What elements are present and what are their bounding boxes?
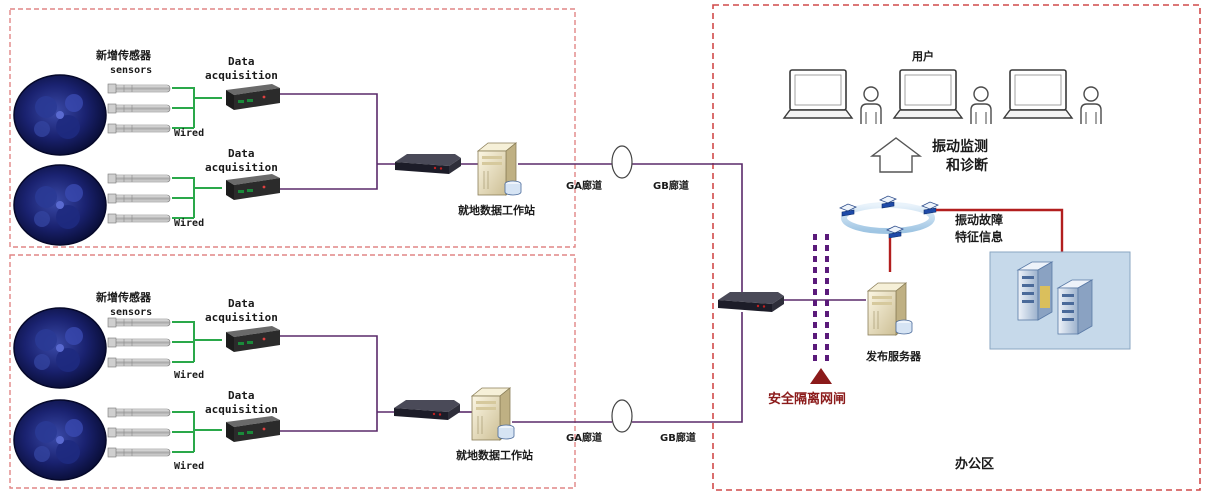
sensor-group-title: 新增传感器: [96, 291, 151, 304]
sensor-icon: [107, 317, 171, 328]
sensor-wires: [172, 321, 222, 453]
motor-icon: [13, 164, 107, 246]
data-acquisition-device-icon: [226, 174, 280, 200]
security-gateway-label: 安全隔离网闸: [768, 392, 847, 407]
data-acquisition-device-icon: [226, 326, 280, 352]
server-rack-icon: [1016, 261, 1094, 335]
corridor-gb-label: GB廊道: [660, 433, 696, 444]
daq-label-line2: acquisition: [205, 161, 278, 174]
workstation-label: 就地数据工作站: [458, 204, 535, 217]
sensor-icon: [107, 123, 171, 134]
office-area: [718, 69, 1131, 384]
motor-icon: [13, 399, 107, 481]
user-icon: [860, 86, 882, 125]
sensor-icon: [107, 447, 171, 458]
sensor-wires: [172, 87, 222, 219]
laptop-icon: [893, 69, 963, 119]
ring-network: [841, 202, 935, 234]
sensor-icon: [107, 83, 171, 94]
user-icon: [970, 86, 992, 125]
sensor-icon: [107, 103, 171, 114]
laptop-icon: [1003, 69, 1073, 119]
daq-label-line2: acquisition: [205, 403, 278, 416]
motor-icon: [13, 307, 107, 389]
sensor-icon: [107, 173, 171, 184]
fault-info-label-line2: 特征信息: [955, 230, 1004, 244]
sensor-group-subtitle: sensors: [110, 307, 153, 318]
corridor-ga-label: GA廊道: [566, 433, 602, 444]
sensor-group-subtitle: sensors: [110, 65, 153, 76]
site-1-links: [280, 93, 743, 296]
network-switch-icon: [394, 400, 460, 420]
storage-disk-icon: [504, 180, 522, 196]
site-2-links: [280, 312, 743, 432]
sensor-icon: [107, 357, 171, 368]
network-node-icon: [879, 195, 897, 209]
sensor-icon: [107, 337, 171, 348]
daq-label-line1: Data: [228, 297, 255, 310]
daq-label-line1: Data: [228, 55, 255, 68]
monitoring-label-line1: 振动监测: [932, 139, 988, 155]
daq-label-line2: acquisition: [205, 311, 278, 324]
data-acquisition-device-icon: [226, 416, 280, 442]
site-1-boundary: [9, 8, 576, 248]
publish-server-label: 发布服务器: [866, 350, 921, 363]
sensor-icon: [107, 193, 171, 204]
site-1: [13, 74, 743, 296]
sensor-group-title: 新增传感器: [96, 49, 151, 62]
daq-label-line2: acquisition: [205, 69, 278, 82]
sensor-icon: [107, 427, 171, 438]
up-arrow-icon: [869, 137, 923, 173]
storage-disk-icon: [497, 424, 515, 440]
corridor-ga-label: GA廊道: [566, 181, 602, 192]
storage-disk-icon: [895, 319, 913, 335]
daq-label-line1: Data: [228, 389, 255, 402]
network-switch-icon: [395, 154, 461, 174]
office-area-label: 办公区: [955, 457, 995, 472]
sensor-icon: [107, 407, 171, 418]
data-acquisition-device-icon: [226, 84, 280, 110]
daq-label-line1: Data: [228, 147, 255, 160]
site-2-boundary: [9, 254, 576, 489]
fiber-coil-icon: [611, 145, 633, 179]
corridor-gb-label: GB廊道: [653, 181, 689, 192]
users-label: 用户: [912, 50, 934, 63]
monitoring-label-line2: 和诊断: [946, 158, 988, 174]
site-2: [13, 307, 743, 481]
ring-to-datacenter-link: [936, 208, 1064, 252]
wired-label: Wired: [174, 370, 205, 381]
gateway-triangle-icon: [810, 368, 832, 384]
core-switch-icon: [718, 292, 784, 312]
sensor-icon: [107, 213, 171, 224]
wired-label: Wired: [174, 218, 205, 229]
fault-info-label-line1: 振动故障: [955, 213, 1004, 227]
wired-label: Wired: [174, 128, 205, 139]
office-boundary: [712, 4, 1201, 491]
fiber-coil-icon: [611, 399, 633, 433]
user-icon: [1080, 86, 1102, 125]
security-gateway-dots: [813, 234, 829, 361]
network-node-icon: [839, 203, 857, 217]
motor-icon: [13, 74, 107, 156]
wired-label: Wired: [174, 461, 205, 472]
workstation-label: 就地数据工作站: [456, 449, 533, 462]
laptop-icon: [783, 69, 853, 119]
